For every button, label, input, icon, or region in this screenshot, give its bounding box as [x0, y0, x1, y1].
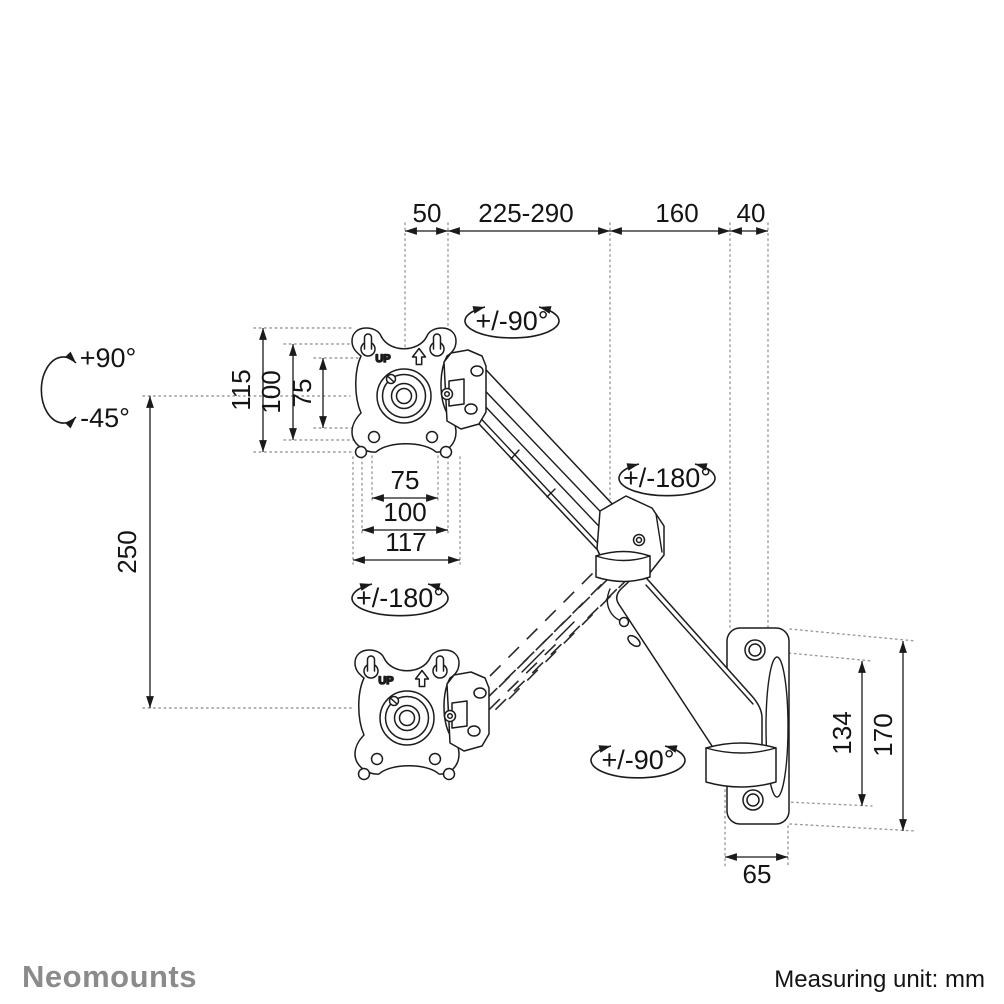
dim-label-170: 170 — [868, 713, 898, 756]
wall-plate-curve — [765, 656, 789, 798]
vesa-plate-lower — [354, 649, 460, 781]
dim-label-100h: 100 — [383, 497, 426, 527]
angle-label-head-swivel: +/-90° — [475, 306, 548, 336]
dim-label-115: 115 — [226, 369, 256, 410]
ghost-arm-lowered — [451, 524, 659, 747]
wall-screw-hole-top-inner — [748, 643, 762, 657]
dim-label-250: 250 — [112, 530, 142, 573]
dim-label-117: 117 — [385, 527, 426, 557]
head-clamp-upper — [440, 349, 487, 430]
dim-label-134: 134 — [827, 711, 857, 754]
dim-label-65: 65 — [743, 859, 772, 889]
dim-label-40: 40 — [737, 198, 766, 228]
angle-label-tilt-up: +90° — [80, 343, 137, 373]
hook-hole — [618, 616, 630, 628]
dim-label-75v: 75 — [287, 379, 317, 408]
elbow-bolt-center — [635, 536, 643, 544]
arm-slot — [627, 634, 641, 648]
rotation-arc-wall-swivel — [590, 745, 686, 779]
angle-label-wall-swivel: +/-90° — [601, 745, 674, 775]
angle-label-vesa-rotation: +/-180° — [356, 583, 444, 613]
tilt-arc — [40, 351, 77, 429]
dimension-labels: 50 225-290 160 40 115 100 75 75 100 117 … — [112, 198, 898, 889]
rotation-arc-head-swivel — [464, 306, 560, 339]
dim-label-225-290: 225-290 — [478, 198, 573, 228]
angle-label-elbow-swivel: +/-180° — [623, 463, 711, 493]
wall-screw-hole-bottom-inner — [746, 793, 760, 807]
dim-label-160: 160 — [655, 198, 698, 228]
rotation-arc-elbow-swivel — [618, 463, 716, 497]
dim-label-50: 50 — [413, 198, 442, 228]
dimension-lines — [146, 227, 907, 861]
vesa-plate-upper — [351, 327, 457, 459]
rotation-arc-vesa-rotation — [351, 583, 449, 617]
dim-label-75h: 75 — [391, 465, 420, 495]
wall-hinge-collar — [705, 742, 777, 788]
neomounts-logo: Neomounts — [22, 959, 197, 994]
elbow-collar — [595, 550, 651, 583]
angle-label-tilt-down: -45° — [80, 403, 130, 433]
head-clamp-lower — [443, 671, 490, 752]
rotation-indicators: +/-90° +/-180° +/-180° +/-90° +90° -45° — [40, 306, 716, 779]
measuring-unit-note: Measuring unit: mm — [774, 966, 985, 993]
dim-label-100v: 100 — [256, 370, 286, 413]
